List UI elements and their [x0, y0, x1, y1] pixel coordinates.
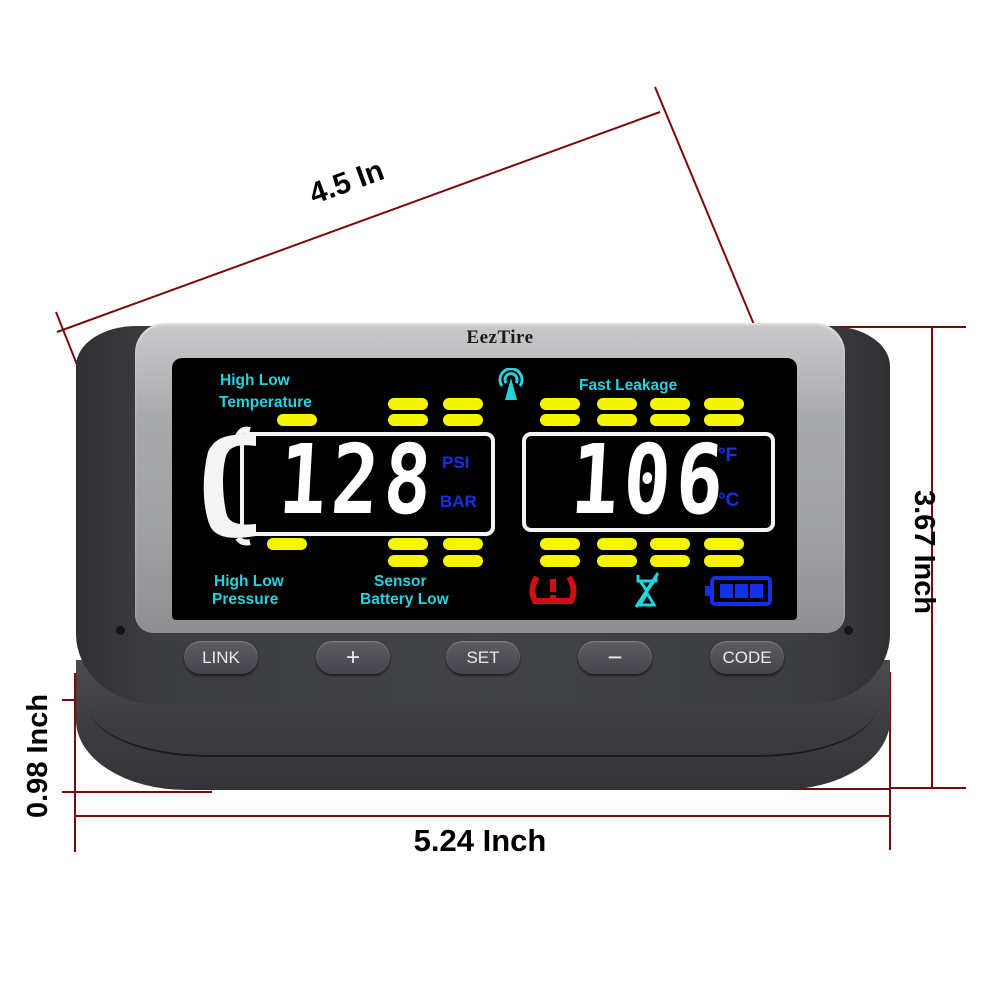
celsius-unit-label: °C	[718, 490, 740, 511]
signal-tower-icon	[498, 368, 524, 400]
car-outline-icon	[203, 426, 256, 546]
temperature-frame	[522, 432, 775, 532]
sensor-battery-icon	[634, 572, 660, 608]
diagonal-dimension-line	[56, 111, 661, 333]
fast-leakage-label: Fast Leakage	[579, 377, 678, 394]
set-button[interactable]: SET	[446, 641, 520, 674]
pressure-frame	[240, 432, 495, 536]
plus-button[interactable]: +	[316, 641, 390, 674]
lcd-screen: High Low Temperature Fast Leakage High L…	[172, 358, 797, 620]
sensor-label-line1: Sensor	[374, 573, 427, 590]
temp-indicator-segment	[277, 414, 317, 426]
psi-unit-label: PSI	[442, 453, 470, 472]
device-seam	[90, 700, 876, 757]
battery-full-icon	[705, 576, 772, 606]
pressure-label-line2: Pressure	[212, 591, 279, 608]
screw-hole-right	[844, 626, 853, 635]
temp-label-line1: High Low	[220, 372, 290, 389]
code-button[interactable]: CODE	[710, 641, 784, 674]
thickness-dimension-label: 0.98 Inch	[22, 693, 54, 818]
height-dimension-label: 3.67 Inch	[908, 490, 940, 615]
link-button[interactable]: LINK	[184, 641, 258, 674]
brand-logo: EezTire	[466, 327, 534, 348]
fahrenheit-unit-label: °F	[718, 445, 738, 466]
bar-unit-label: BAR	[440, 492, 477, 511]
width-dimension-label: 5.24 Inch	[413, 823, 547, 858]
screw-hole-left	[116, 626, 125, 635]
minus-button[interactable]: −	[578, 641, 652, 674]
pressure-label-line1: High Low	[214, 573, 284, 590]
temp-label-line2: Temperature	[219, 394, 312, 411]
temperature-value: 106	[568, 424, 732, 536]
sensor-label-line2: Battery Low	[360, 591, 449, 608]
pressure-value: 128	[276, 424, 440, 536]
tpms-warning-icon	[529, 575, 577, 604]
